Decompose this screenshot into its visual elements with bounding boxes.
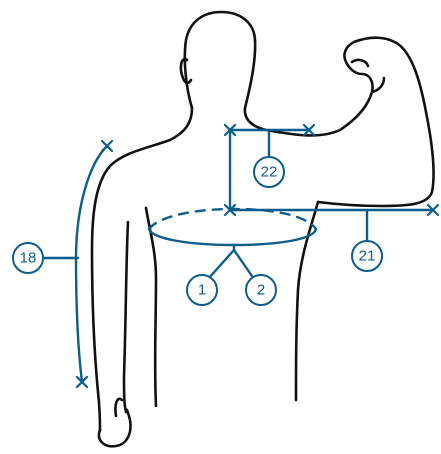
chest-leader-2 [234,250,254,279]
arm-span-measurement [225,205,438,241]
chest-line-front [149,229,316,245]
callout-sleeve: 18 [13,243,43,273]
torso-left-side [146,208,156,406]
callout-label-bust: 2 [257,282,265,299]
callout-bust: 2 [246,275,276,305]
callout-shoulder: 22 [254,157,284,187]
chest-leader-1 [208,250,234,279]
left-arm-inner [124,222,128,412]
callout-label-sleeve: 18 [20,250,37,267]
callout-label-shoulder: 22 [261,164,278,181]
sleeve-top-x-icon [102,141,112,151]
body-outline [92,12,434,446]
head-outline [185,12,255,108]
chest-measurement [149,209,316,279]
callout-chest: 1 [187,275,217,305]
left-shoulder-arm-outer [92,108,192,430]
callout-label-chest: 1 [198,282,206,299]
callout-label-arm-span: 21 [359,248,376,265]
callout-arm-span: 21 [352,241,382,271]
